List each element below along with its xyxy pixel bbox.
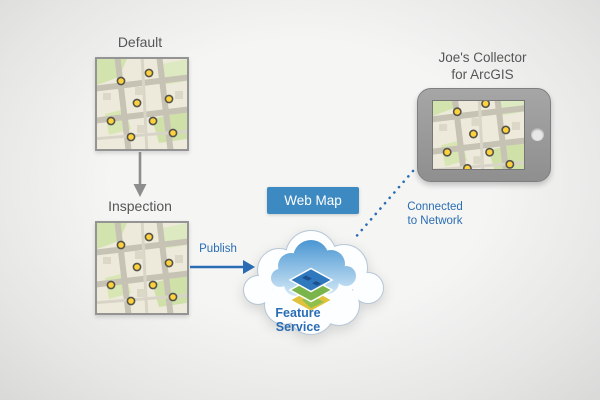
connected-label-line2: to Network	[407, 215, 463, 228]
web-map-banner: Web Map	[267, 187, 359, 214]
default-map-label: Default	[117, 34, 163, 50]
tablet-screen-map	[432, 100, 525, 170]
inspection-map-thumbnail	[95, 221, 189, 315]
inspection-map-label: Inspection	[108, 198, 172, 214]
cloud-shape	[243, 230, 384, 335]
default-map-thumbnail	[95, 57, 189, 151]
connected-to-network-label: Connected to Network	[398, 200, 472, 229]
map-illustration	[97, 223, 187, 313]
network-dotted-line	[352, 169, 415, 241]
tablet-device	[417, 88, 551, 182]
down-arrow-icon	[133, 152, 147, 197]
feature-service-label: Feature Service	[275, 306, 321, 335]
collector-label-line1: Joe's Collector	[438, 50, 527, 65]
collector-label-line2: for ArcGIS	[451, 66, 514, 82]
map-illustration	[97, 59, 187, 149]
map-illustration	[433, 101, 524, 169]
publish-arrow-icon	[190, 260, 255, 274]
publish-label: Publish	[199, 243, 237, 255]
connected-label-line1: Connected	[407, 201, 463, 213]
collector-device-label: Joe's Collector for ArcGIS	[410, 50, 555, 84]
layers-icon	[288, 267, 334, 313]
tablet-home-button	[531, 128, 544, 141]
